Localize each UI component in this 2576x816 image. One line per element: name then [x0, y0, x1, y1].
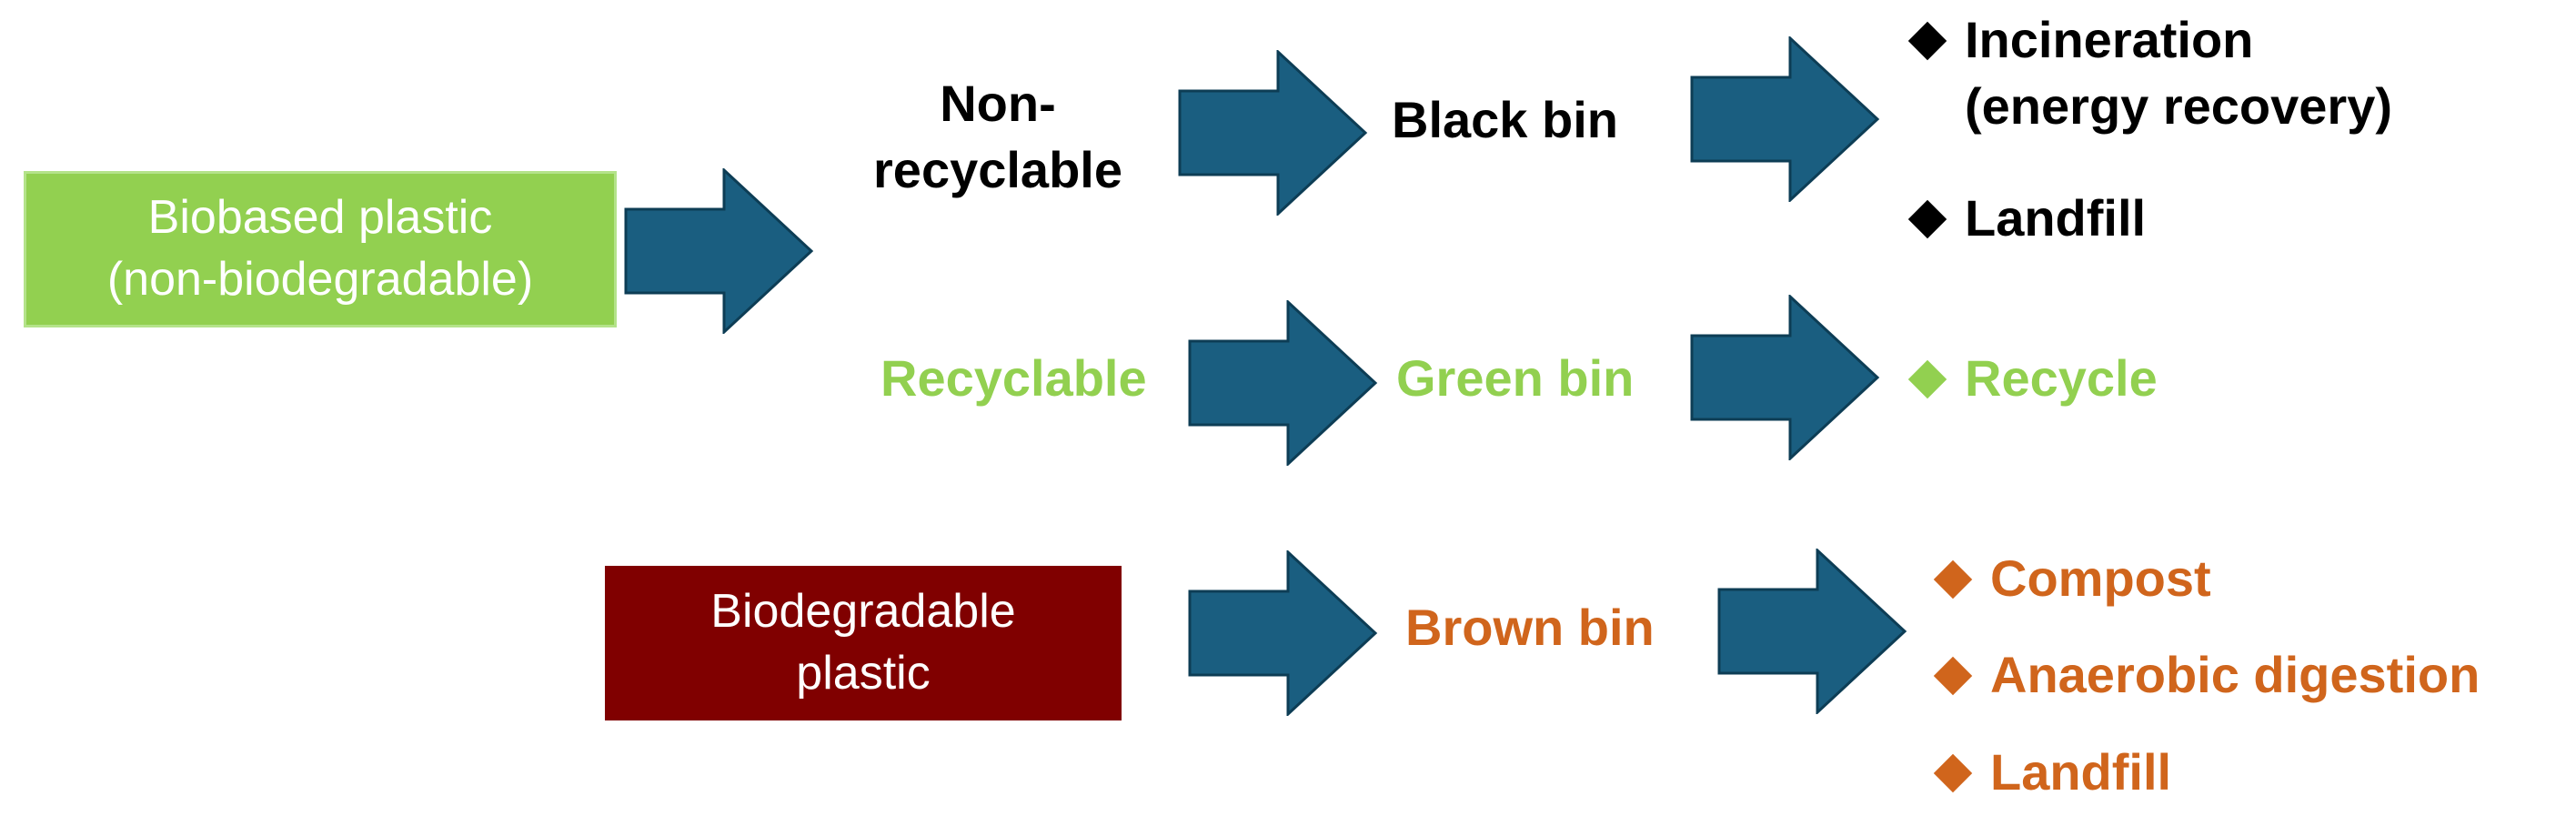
outcome-anaerobic-digestion-label: Anaerobic digestion — [1990, 646, 2480, 703]
non-recyclable-label-line1: Non- — [940, 75, 1056, 132]
biobased-plastic-label-line1: Biobased plastic — [147, 191, 493, 245]
arrow-icon-biobased-to-categories — [624, 168, 814, 334]
outcome-landfill-brown-label: Landfill — [1990, 743, 2172, 801]
outcome-item-anaerobic-digestion: Anaerobic digestion — [1927, 642, 2480, 709]
outcome-compost-label: Compost — [1990, 549, 2211, 607]
biobased-plastic-label-line2: (non-biodegradable) — [106, 253, 534, 306]
green-diamond-bullet-icon — [1907, 359, 1947, 399]
outcome-item-incineration: Incineration (energy recovery) — [1901, 7, 2392, 140]
recyclable-label: Recyclable — [880, 349, 1147, 407]
brown-diamond-bullet-icon — [1933, 753, 1973, 793]
outcome-incineration-line1: Incineration — [1965, 11, 2254, 68]
arrow-icon-recyclable-to-green-bin — [1188, 300, 1378, 466]
biobased-plastic-box: Biobased plastic (non-biodegradable) — [24, 171, 617, 327]
arrow-icon-nonrecyclable-to-black-bin — [1178, 50, 1368, 216]
brown-diamond-bullet-icon — [1933, 656, 1973, 696]
arrow-icon-brown-bin-to-outcomes — [1717, 549, 1907, 714]
biodegradable-plastic-label-line1: Biodegradable — [710, 585, 1016, 639]
black-diamond-bullet-icon — [1907, 21, 1947, 61]
non-recyclable-label: Non- recyclable — [873, 71, 1122, 204]
outcome-item-recycle: Recycle — [1901, 346, 2158, 412]
arrow-icon-green-bin-to-recycle — [1690, 295, 1880, 460]
brown-bin-label: Brown bin — [1405, 599, 1655, 656]
outcome-incineration-line2: (energy recovery) — [1965, 76, 2393, 135]
green-bin-label: Green bin — [1396, 349, 1635, 407]
brown-diamond-bullet-icon — [1933, 559, 1973, 599]
black-bin-label: Black bin — [1392, 91, 1618, 148]
arrow-icon-black-bin-to-outcomes — [1690, 36, 1880, 202]
biodegradable-plastic-box: Biodegradable plastic — [605, 566, 1122, 720]
outcome-recycle-label: Recycle — [1965, 349, 2158, 407]
outcome-item-compost: Compost — [1927, 546, 2211, 612]
arrow-icon-biodegradable-to-brown-bin — [1188, 550, 1378, 716]
outcome-item-landfill-black: Landfill — [1901, 186, 2146, 252]
biodegradable-plastic-label-line2: plastic — [796, 647, 931, 700]
non-recyclable-label-line2: recyclable — [873, 140, 1122, 198]
black-diamond-bullet-icon — [1907, 199, 1947, 239]
outcome-landfill-black-label: Landfill — [1965, 189, 2147, 247]
outcome-item-landfill-brown: Landfill — [1927, 740, 2171, 806]
